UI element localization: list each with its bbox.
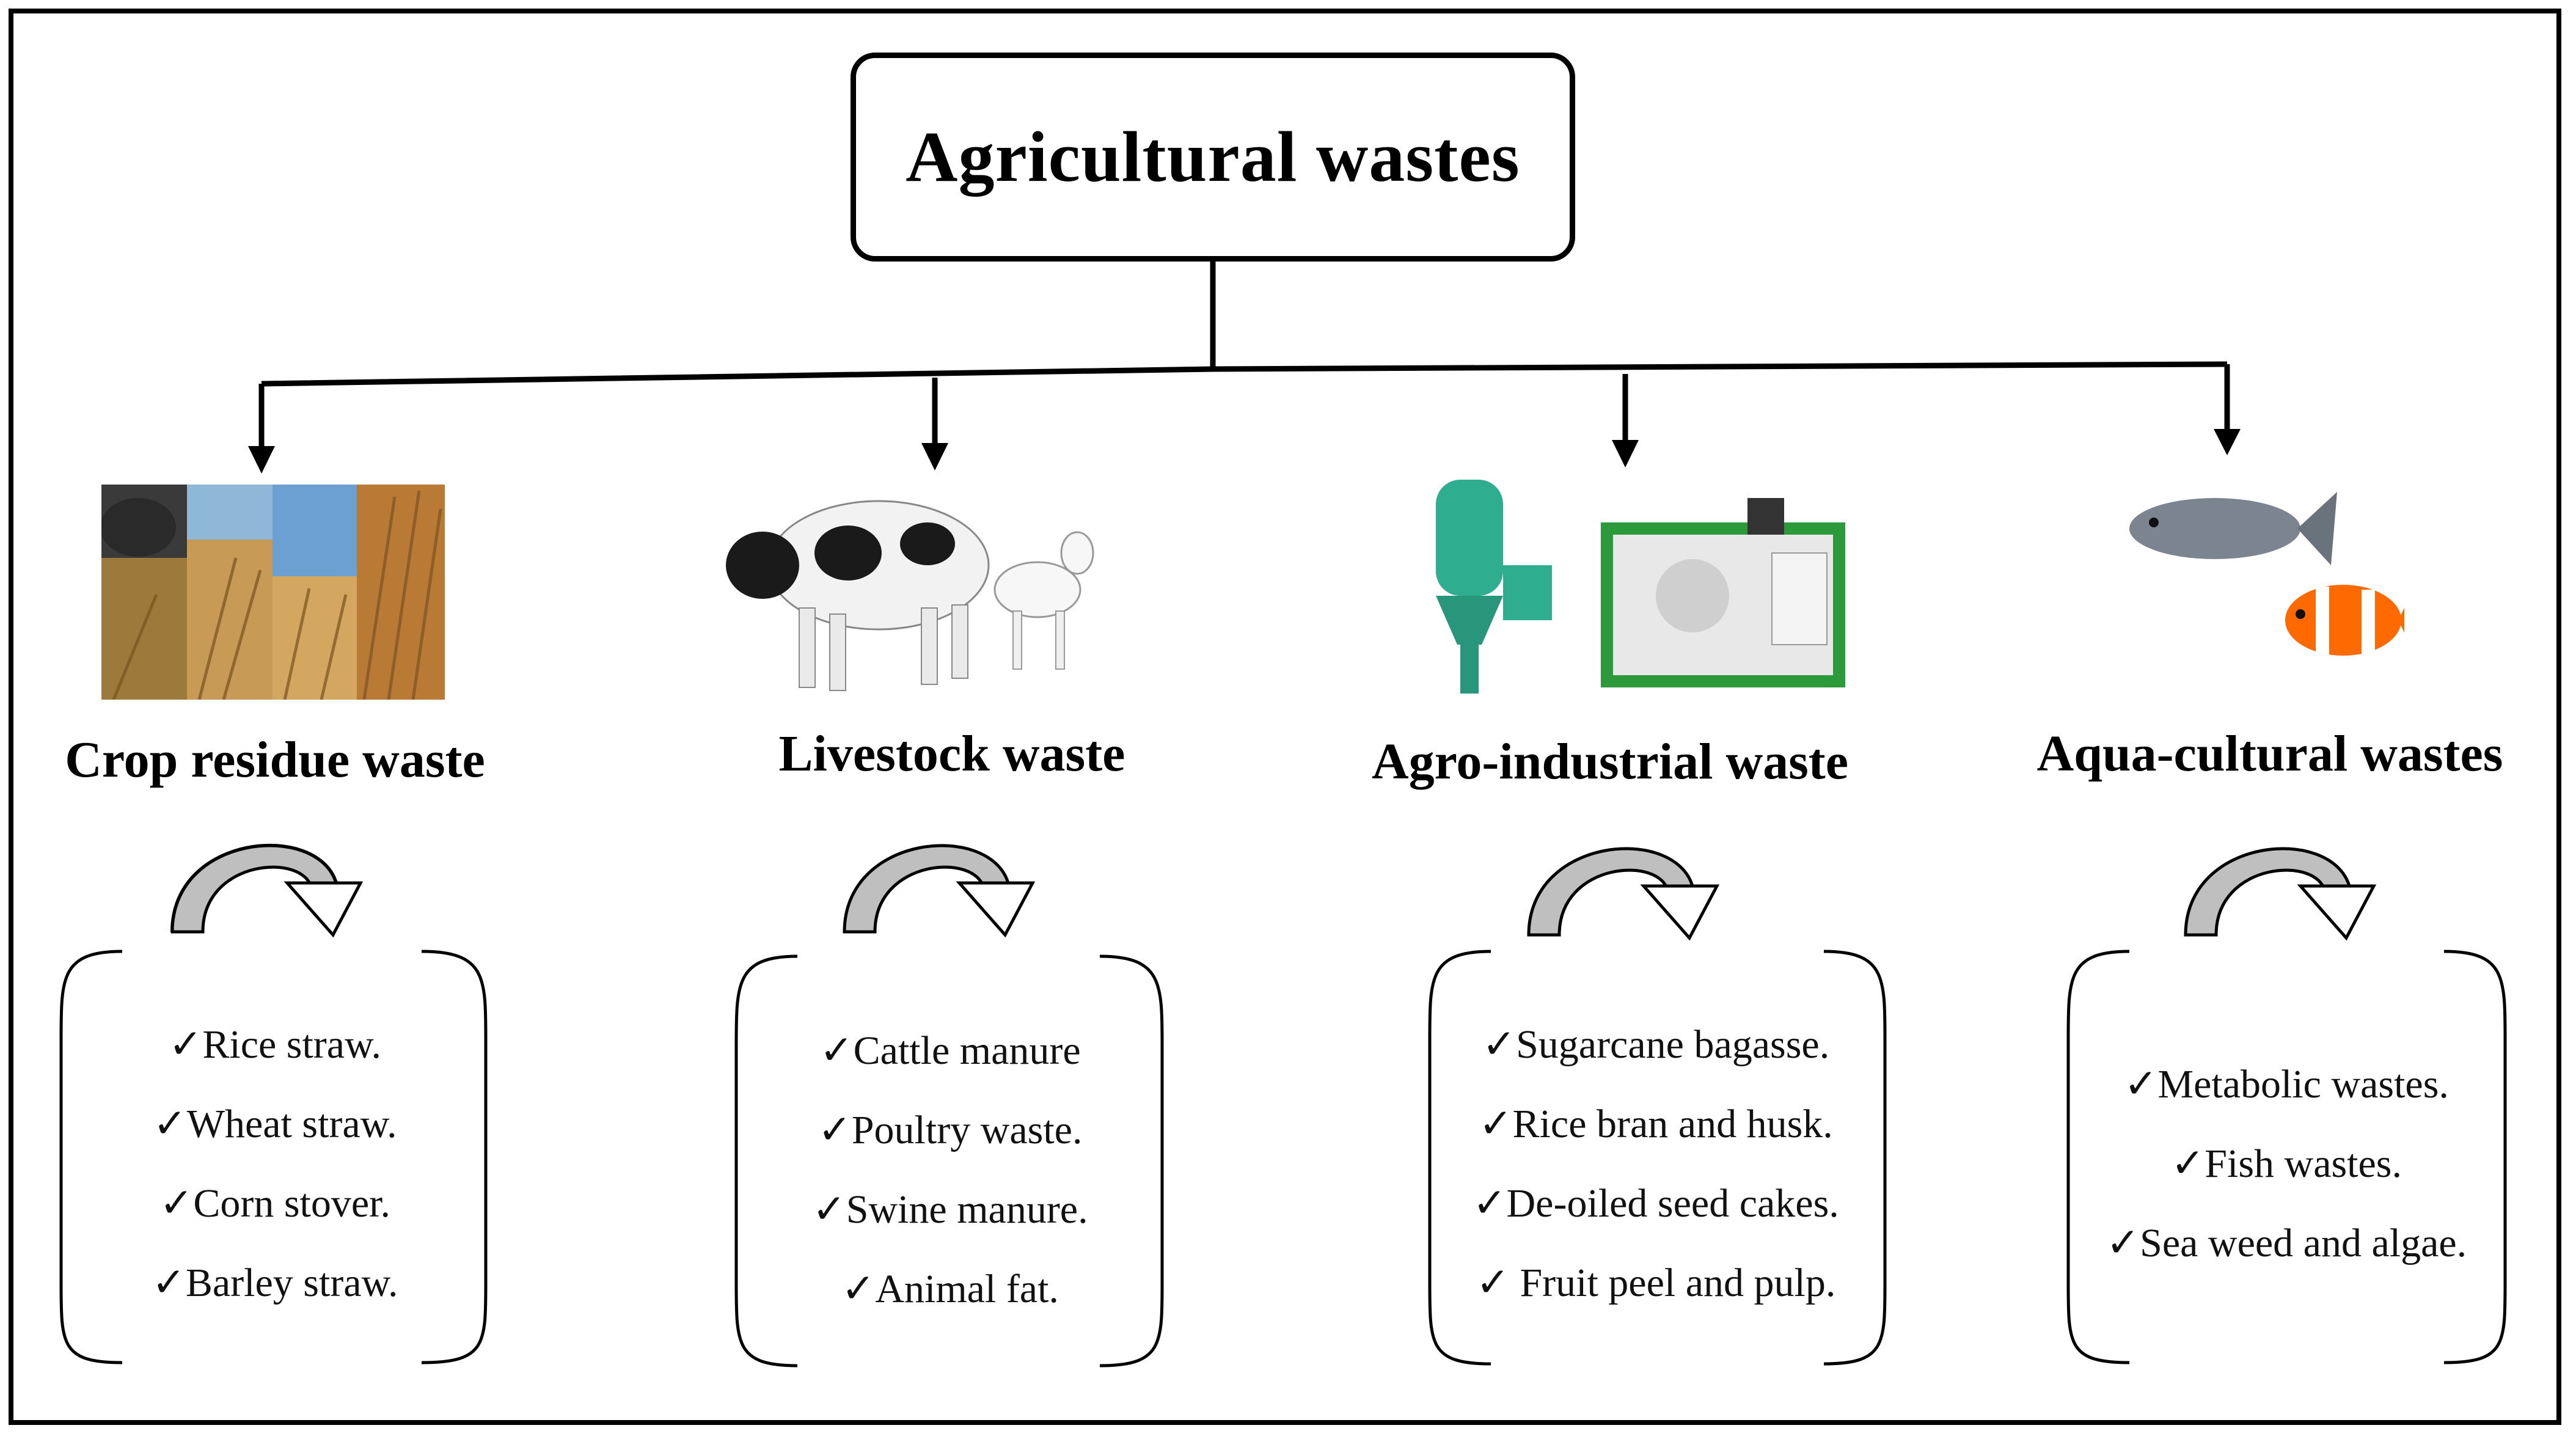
right-bracket xyxy=(2443,950,2507,1364)
category-label: Livestock waste xyxy=(778,725,1125,782)
left-bracket xyxy=(734,954,798,1368)
list-item: ✓ Fruit peel and pulp. xyxy=(1476,1261,1836,1305)
left-bracket xyxy=(2066,950,2130,1364)
list-item: ✓Fish wastes. xyxy=(2171,1141,2402,1186)
list-item: ✓Rice straw. xyxy=(169,1022,381,1067)
left-bracket xyxy=(59,950,123,1364)
curved-arrow xyxy=(843,844,1036,938)
processing-machinery-photo xyxy=(1436,480,1845,694)
list-item: ✓Cattle manure xyxy=(819,1028,1081,1073)
list-item: ✓Wheat straw. xyxy=(153,1102,397,1146)
curved-arrow xyxy=(170,843,364,938)
list-item: ✓Barley straw. xyxy=(152,1261,398,1305)
category-label: Agro-industrial waste xyxy=(1371,733,1849,790)
down-arrow xyxy=(921,378,948,471)
straw-bales-photo xyxy=(101,485,445,700)
diagram-title: Agricultural wastes xyxy=(906,117,1520,197)
right-bracket xyxy=(1099,954,1164,1368)
list-item: ✓Corn stover. xyxy=(159,1181,390,1226)
left-bracket xyxy=(1428,950,1491,1366)
down-arrow xyxy=(2214,364,2241,455)
down-arrow xyxy=(248,384,275,474)
cow-and-goat-photo xyxy=(726,500,1094,691)
root-node: Agricultural wastes xyxy=(851,53,1575,262)
category-label: Aqua-cultural wastes xyxy=(2036,725,2503,782)
curved-arrow xyxy=(2184,847,2377,941)
curved-arrow xyxy=(1527,847,1720,941)
right-bracket xyxy=(421,950,488,1364)
list-item: ✓Swine manure. xyxy=(812,1187,1088,1232)
list-item: ✓Animal fat. xyxy=(841,1267,1059,1311)
outer-frame xyxy=(9,9,2561,1425)
list-item: ✓Poultry waste. xyxy=(818,1108,1083,1152)
list-item: ✓Sugarcane bagasse. xyxy=(1482,1022,1830,1067)
list-item: ✓De-oiled seed cakes. xyxy=(1473,1181,1839,1226)
right-bracket xyxy=(1823,950,1887,1366)
down-arrow xyxy=(1612,374,1639,467)
list-item: ✓Metabolic wastes. xyxy=(2124,1062,2449,1107)
list-item: ✓Sea weed and algae. xyxy=(2106,1221,2467,1265)
fish-photo xyxy=(2129,492,2404,657)
horizontal-bus-line xyxy=(261,361,2228,387)
list-item: ✓Rice bran and husk. xyxy=(1479,1102,1833,1146)
category-label: Crop residue waste xyxy=(65,731,485,788)
